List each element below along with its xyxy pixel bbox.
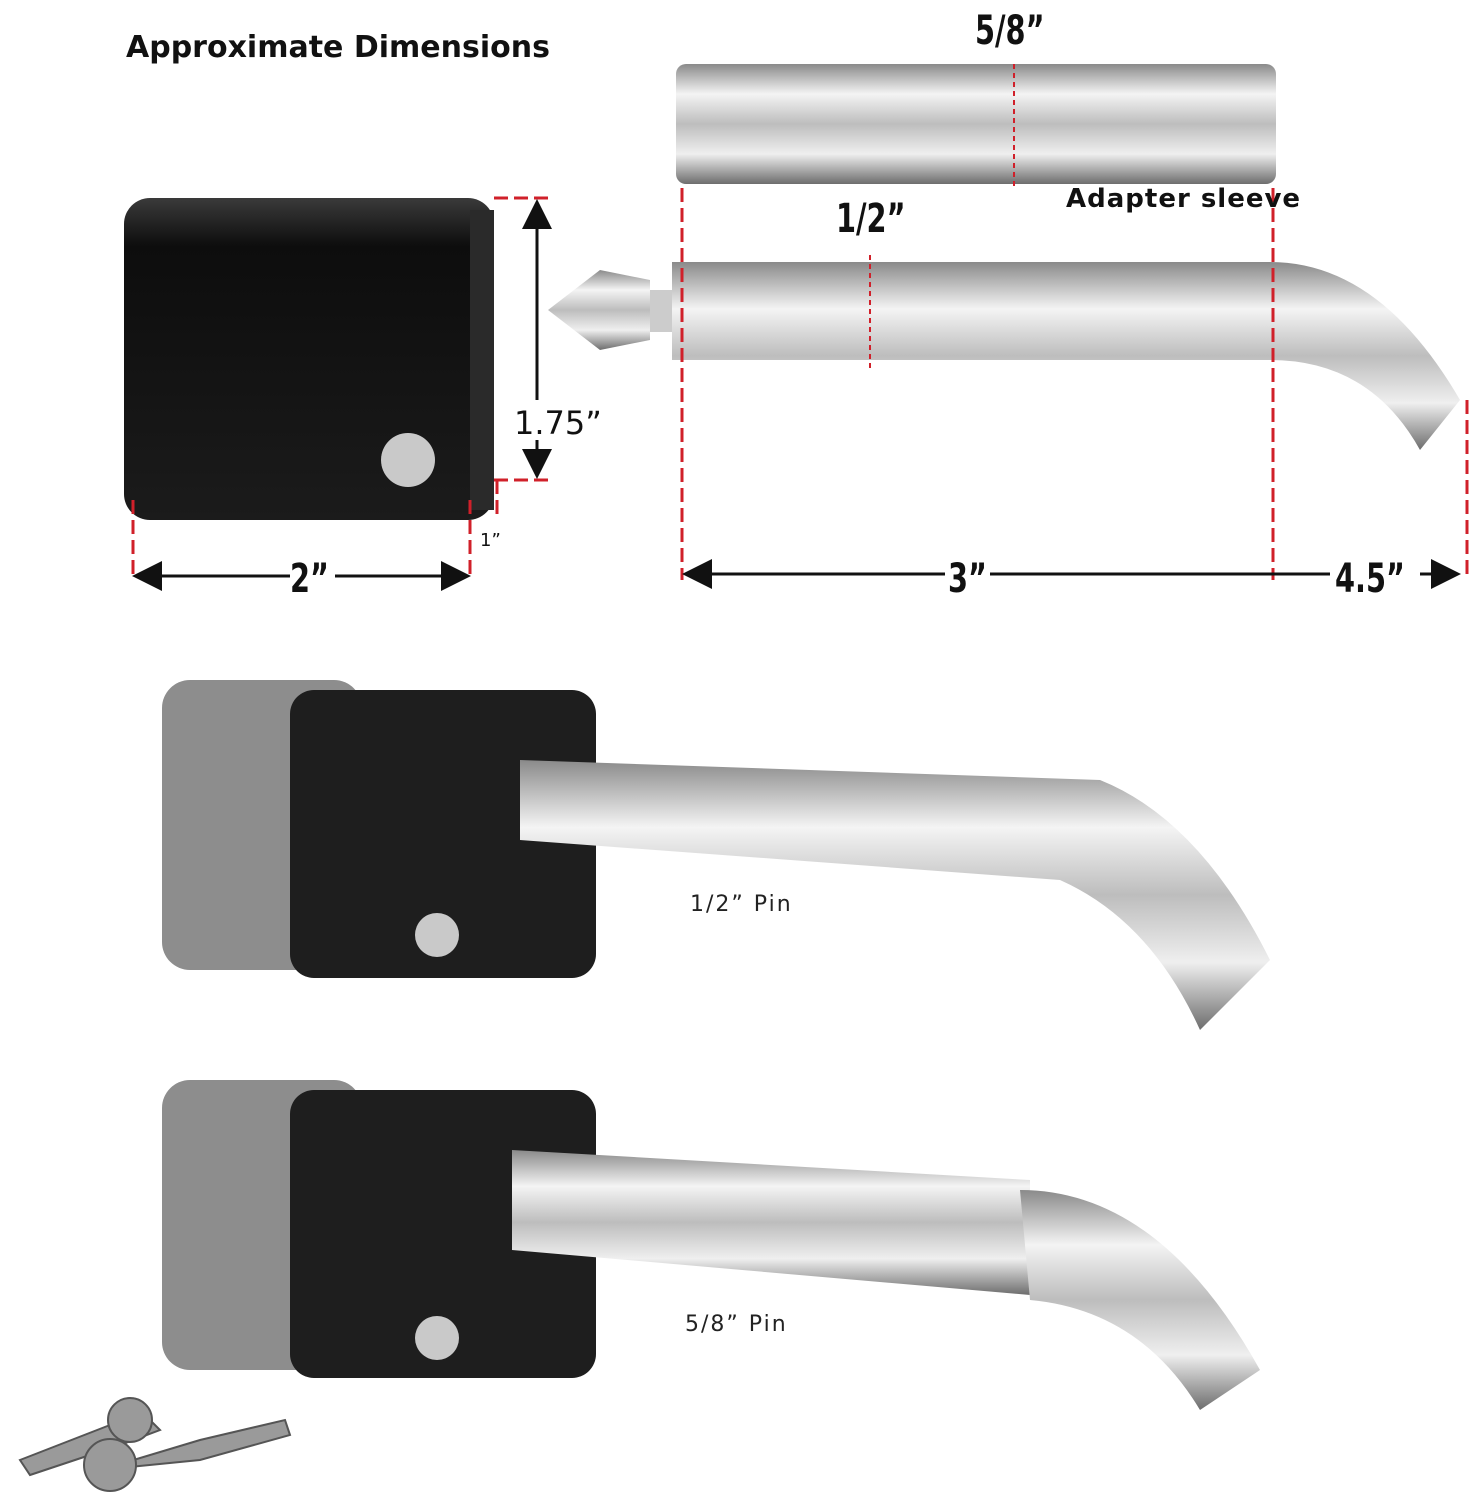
assembled-lock-half-inch-icon: [162, 680, 1270, 1030]
keys-icon: [18, 1397, 292, 1492]
lock-width-label: 2”: [290, 556, 329, 602]
dimension-guides: [131, 64, 1469, 580]
total-length-label: 4.5”: [1335, 556, 1405, 602]
lock-depth-label: 1”: [480, 530, 501, 551]
sleeve-diameter-label: 5/8”: [975, 8, 1045, 54]
adapter-sleeve-icon: [676, 64, 1276, 184]
pin-length-label: 3”: [948, 556, 987, 602]
adapter-sleeve-label: Adapter sleeve: [1066, 184, 1302, 214]
lock-body-icon: [124, 198, 494, 520]
variant-label-five-eighths-inch: 5/8” Pin: [685, 1312, 788, 1337]
variant-label-half-inch: 1/2” Pin: [690, 892, 793, 917]
pin-icon: [548, 262, 1460, 450]
lock-height-label: 1.75”: [514, 404, 602, 442]
pin-diameter-label: 1/2”: [836, 196, 906, 242]
assembled-lock-five-eighths-inch-icon: [162, 1080, 1260, 1410]
page-title: Approximate Dimensions: [126, 30, 550, 65]
dimension-arrows: [132, 199, 1461, 591]
